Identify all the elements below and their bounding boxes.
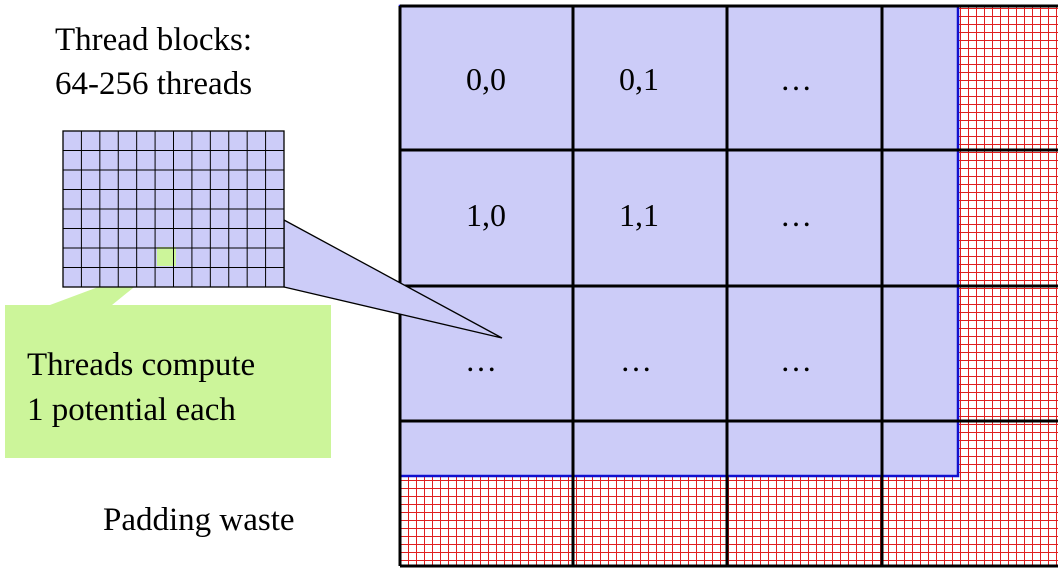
block-label-0-1: 0,1 (619, 61, 659, 97)
thread-blocks-size: 64-256 threads (55, 66, 252, 102)
callout-line-2: 1 potential each (27, 392, 236, 428)
padding-waste-label: Padding waste (103, 502, 295, 538)
block-label-0-2: … (780, 61, 812, 97)
block-label-1-1: 1,1 (619, 197, 659, 233)
thread-blocks-title: Thread blocks: (55, 22, 252, 58)
block-label-2-0: … (465, 342, 497, 378)
thread-block-small (62, 130, 285, 288)
active-block-region (398, 4, 960, 478)
block-label-1-0: 1,0 (466, 197, 506, 233)
highlighted-thread (157, 247, 176, 266)
grid-lines (398, 4, 1058, 568)
block-label-2-2: … (780, 342, 812, 378)
callout-line-1: Threads compute (27, 347, 255, 383)
block-label-1-2: … (780, 197, 812, 233)
block-label-0-0: 0,0 (466, 61, 506, 97)
callout-box (5, 262, 331, 458)
block-label-2-1: … (620, 342, 652, 378)
